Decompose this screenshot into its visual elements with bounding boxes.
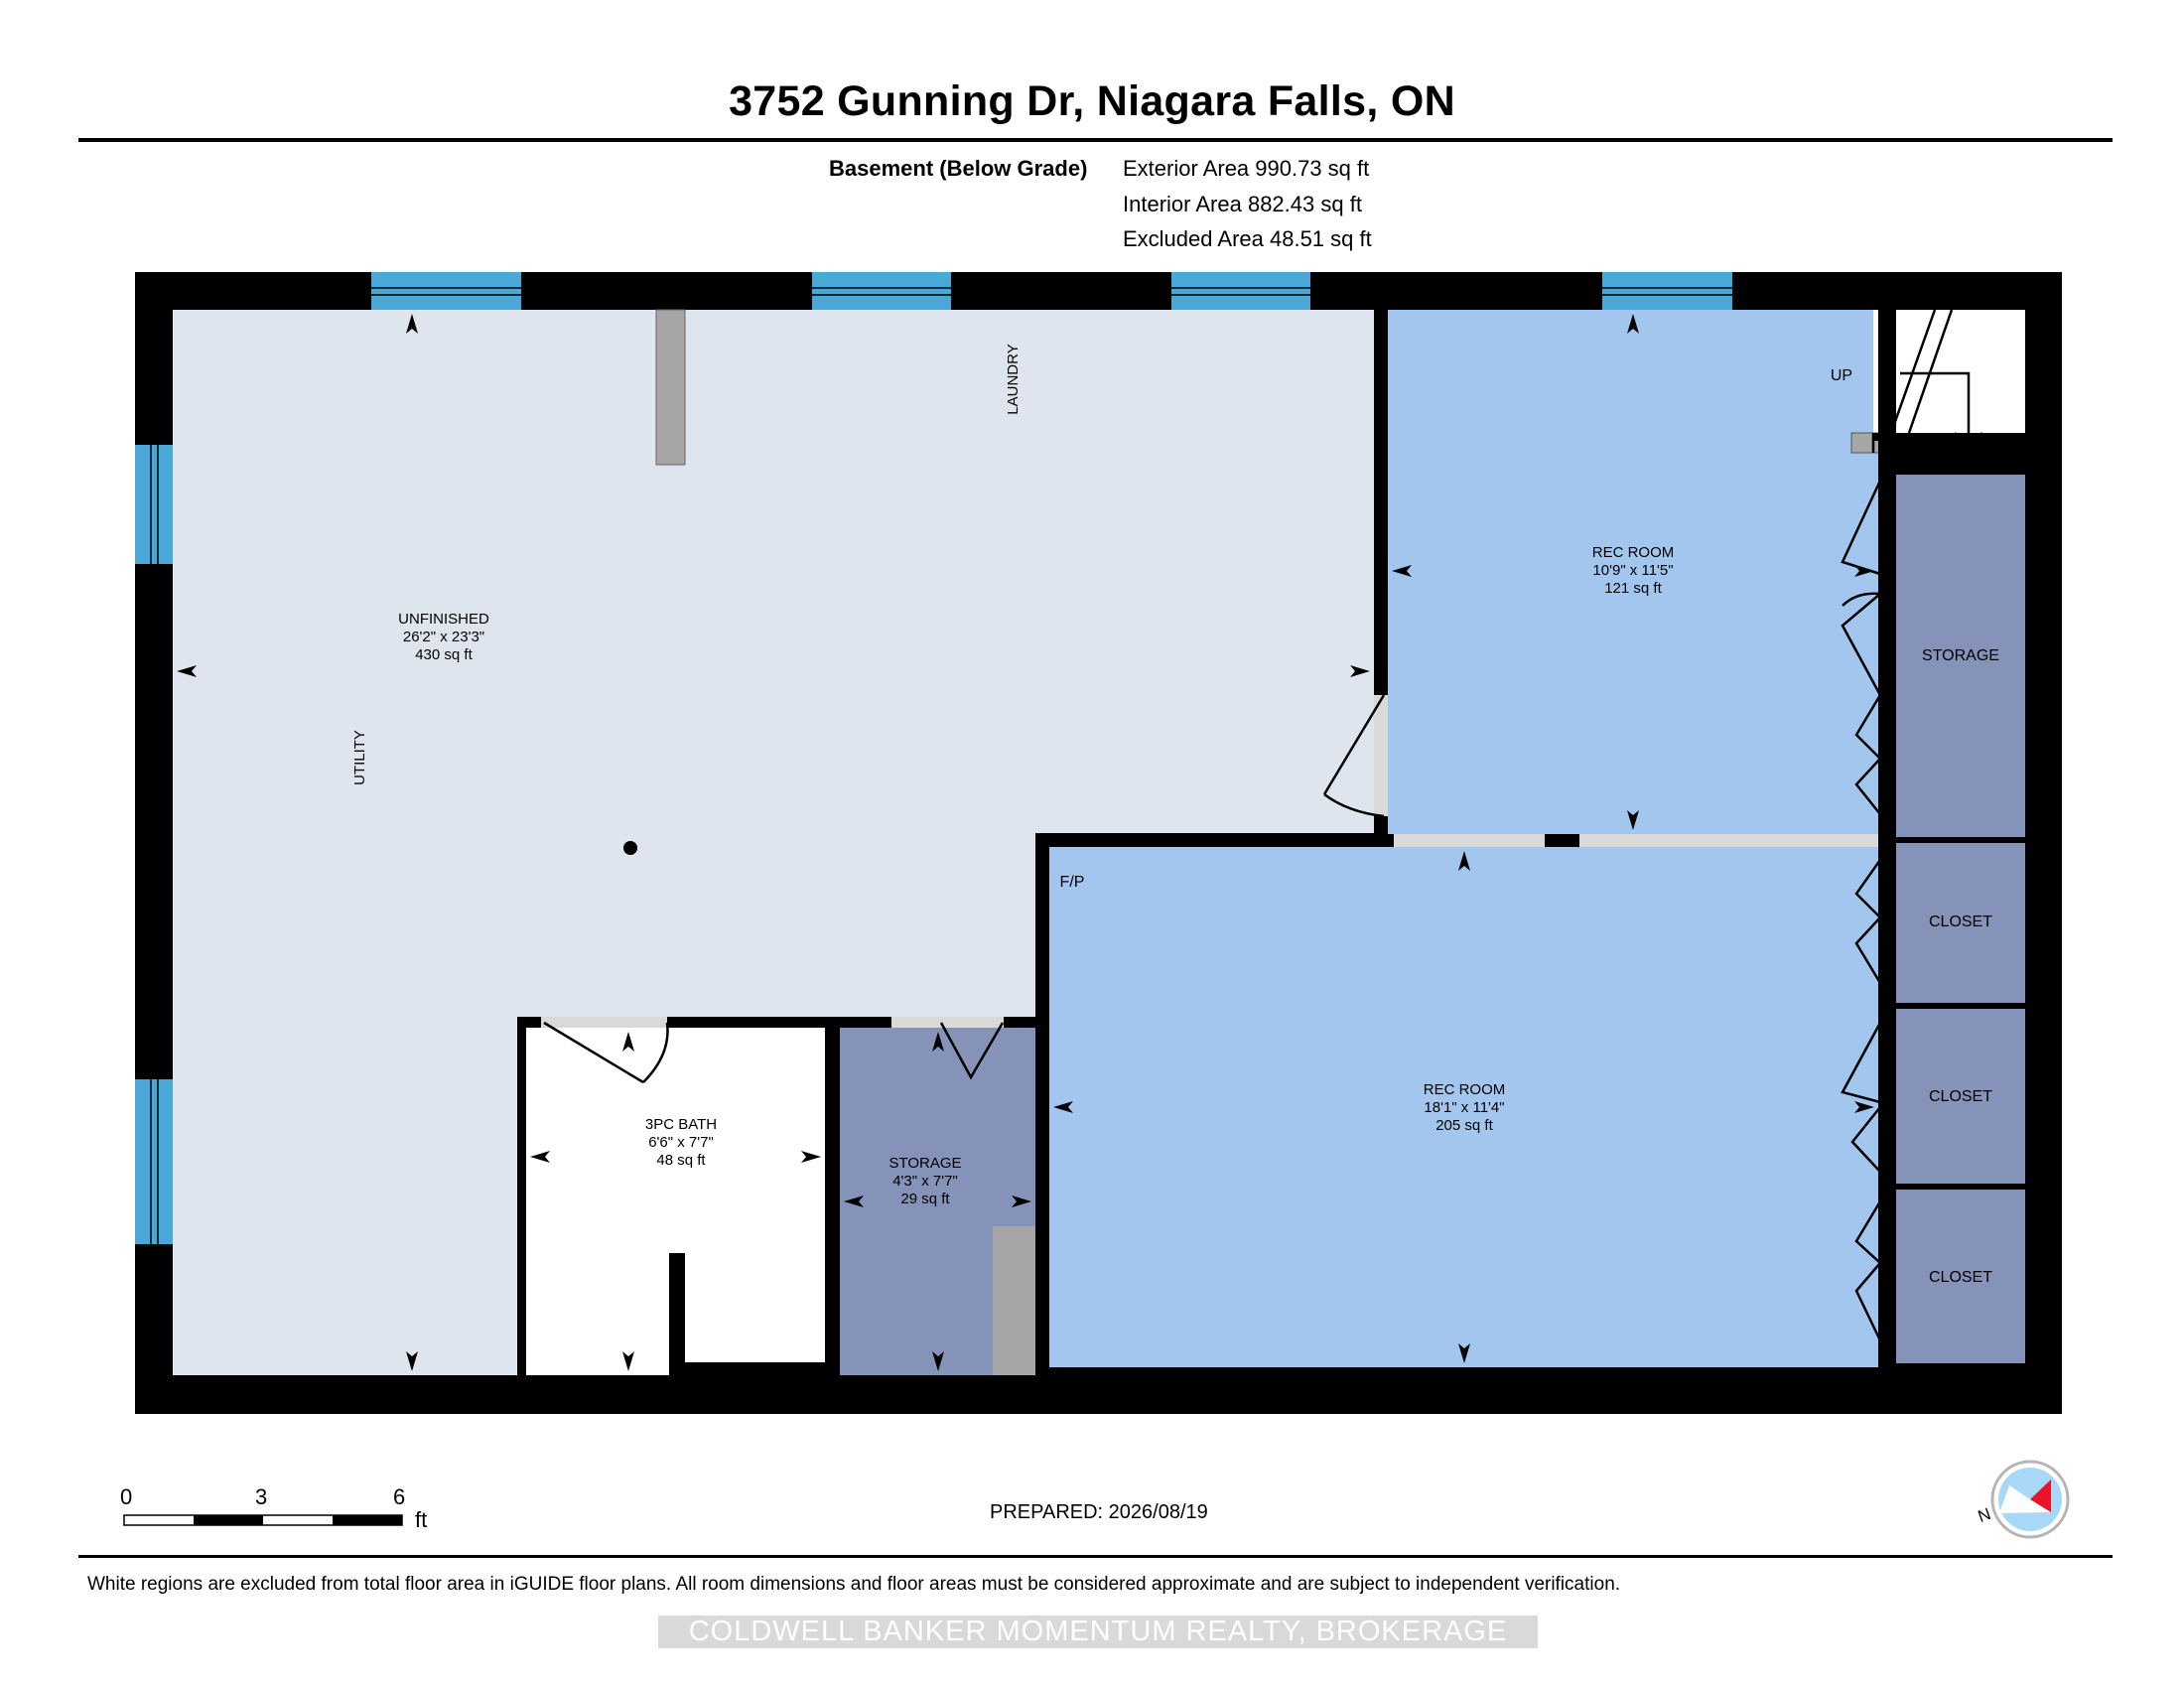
- window: [1602, 272, 1732, 310]
- svg-text:18'1" x 11'4": 18'1" x 11'4": [1424, 1099, 1504, 1116]
- north-compass-icon: N: [1976, 1460, 2070, 1539]
- svg-text:48 sq ft: 48 sq ft: [656, 1152, 706, 1169]
- room-closet-3: [1896, 1190, 2025, 1363]
- prepared-date: PREPARED: 2026/08/19: [990, 1501, 1208, 1523]
- room-rec-room-lower: [1049, 847, 1878, 1367]
- brokerage-watermark: COLDWELL BANKER MOMENTUM REALTY, BROKERA…: [658, 1616, 1538, 1648]
- compass-north-letter: N: [1976, 1504, 1993, 1526]
- scale-unit: ft: [415, 1507, 428, 1532]
- window: [135, 1079, 173, 1244]
- scale-tick-0: 0: [120, 1484, 133, 1509]
- door-swings: [543, 309, 1983, 1341]
- page-title: 3752 Gunning Dr, Niagara Falls, ON: [729, 77, 1455, 125]
- svg-text:STORAGE: STORAGE: [888, 1155, 961, 1172]
- stairs-up-label: UP: [1831, 367, 1852, 384]
- svg-text:3PC BATH: 3PC BATH: [645, 1116, 717, 1133]
- window: [1171, 272, 1310, 310]
- svg-text:6'6" x 7'7": 6'6" x 7'7": [648, 1134, 714, 1151]
- fireplace-label: F/P: [1060, 874, 1085, 891]
- footer-divider: [78, 1555, 2113, 1558]
- window: [812, 272, 951, 310]
- svg-text:29 sq ft: 29 sq ft: [900, 1191, 950, 1207]
- room-closet-1: [1896, 843, 2025, 1003]
- room-rec-room-upper: [1388, 310, 1878, 834]
- interior-walls: [517, 310, 2062, 1375]
- room-label-storage-small: STORAGE 4'3" x 7'7" 29 sq ft: [888, 1155, 961, 1207]
- room-label-storage-right: STORAGE: [1922, 647, 1999, 664]
- room-label-bath: 3PC BATH 6'6" x 7'7" 48 sq ft: [645, 1116, 717, 1169]
- bath-partition-wall: [669, 1253, 685, 1375]
- windows: [135, 272, 1732, 1244]
- scale-bar: [123, 1514, 403, 1526]
- room-storage-right: [1896, 475, 2025, 837]
- room-label-closet-2: CLOSET: [1929, 1088, 1992, 1105]
- rec-upper-doorway: [1374, 695, 1388, 816]
- dimension-arrows: [177, 314, 1874, 1371]
- room-label-closet-3: CLOSET: [1929, 1269, 1992, 1286]
- window: [371, 272, 521, 310]
- exterior-area: Exterior Area 990.73 sq ft: [1123, 156, 1370, 181]
- laundry-label: LAUNDRY: [1005, 344, 1022, 414]
- excluded-area: Excluded Area 48.51 sq ft: [1123, 226, 1372, 251]
- bath-shower-curb: [685, 1362, 825, 1375]
- room-label-rec-room-lower: REC ROOM 18'1" x 11'4" 205 sq ft: [1424, 1081, 1506, 1134]
- svg-text:4'3" x 7'7": 4'3" x 7'7": [892, 1173, 958, 1190]
- scale-tick-3: 3: [255, 1484, 268, 1509]
- svg-text:430 sq ft: 430 sq ft: [415, 646, 473, 663]
- interior-area: Interior Area 882.43 sq ft: [1123, 192, 1362, 216]
- storage-shelf: [993, 1226, 1035, 1375]
- title-divider: [78, 138, 2113, 142]
- window: [135, 445, 173, 564]
- svg-text:REC ROOM: REC ROOM: [1592, 544, 1675, 561]
- svg-text:10'9" x 11'5": 10'9" x 11'5": [1592, 562, 1673, 579]
- floor-drain-icon: [623, 841, 637, 855]
- room-label-rec-room-upper: REC ROOM 10'9" x 11'5" 121 sq ft: [1592, 544, 1675, 597]
- opening-left: [1394, 834, 1545, 847]
- room-unfinished: [173, 310, 1374, 1375]
- support-post: [655, 309, 686, 466]
- utility-label: UTILITY: [351, 730, 368, 785]
- svg-text:205 sq ft: 205 sq ft: [1435, 1117, 1493, 1134]
- opening-right: [1579, 834, 1878, 847]
- svg-text:REC ROOM: REC ROOM: [1424, 1081, 1506, 1098]
- room-label-unfinished: UNFINISHED 26'2" x 23'3" 430 sq ft: [398, 611, 489, 663]
- disclaimer-text: White regions are excluded from total fl…: [87, 1574, 1621, 1595]
- scale-tick-6: 6: [393, 1484, 406, 1509]
- room-label-closet-1: CLOSET: [1929, 914, 1992, 930]
- room-closet-2: [1896, 1009, 2025, 1184]
- storage-doorway: [891, 1017, 1004, 1028]
- floor-level-label: Basement (Below Grade): [829, 156, 1088, 181]
- svg-text:26'2" x 23'3": 26'2" x 23'3": [403, 629, 484, 645]
- svg-text:121 sq ft: 121 sq ft: [1604, 580, 1662, 597]
- svg-text:UNFINISHED: UNFINISHED: [398, 611, 489, 628]
- bath-doorway: [541, 1017, 667, 1028]
